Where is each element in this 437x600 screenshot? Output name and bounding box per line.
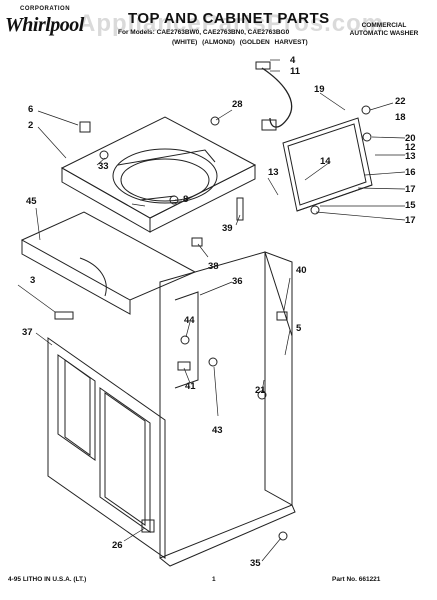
callout-14: 14 [320,156,331,167]
callout-26: 26 [112,540,123,551]
callout-19: 19 [314,84,325,95]
rear-panel [20,211,197,315]
cabinet-front [159,251,296,567]
callout-5: 5 [296,323,302,334]
diagram-title: TOP AND CABINET PARTS [128,10,330,27]
callout-41: 41 [185,381,196,392]
callout-21: 21 [255,385,266,396]
leader-lines [17,59,406,562]
brand-subtitle: CORPORATION [20,6,71,12]
washer-top-panel [60,116,257,233]
callout-45: 45 [26,196,37,207]
callout-35: 35 [250,558,261,569]
control-panel [282,117,373,212]
color-list: (WHITE) (ALMOND) (GOLDEN HARVEST) [172,39,308,46]
callout-6: 6 [28,104,34,115]
callout-28: 28 [232,99,243,110]
callout-17b: 17 [405,215,416,226]
callout-4: 4 [290,55,296,66]
callout-38: 38 [208,261,219,272]
callout-44: 44 [184,315,195,326]
callout-13b: 13 [268,167,279,178]
model-list: For Models: CAE2763BW0, CAE2763BN0, CAE2… [118,29,290,36]
callout-8: 8 [183,194,189,205]
wire-harness [255,61,293,131]
callout-22: 22 [395,96,406,107]
callout-2: 2 [28,120,34,131]
litho-note: 4-95 LITHO IN U.S.A. (LT.) [8,576,87,583]
callout-17a: 17 [405,184,416,195]
callout-12: 12 [405,142,416,153]
color-almond: (ALMOND) [202,39,235,46]
watermark: AppliancePartsPros.com [78,10,385,37]
page-number: 1 [212,576,216,583]
callout-36: 36 [232,276,243,287]
callout-40: 40 [296,265,307,276]
cabinet-side-left [47,337,166,559]
callout-33: 33 [98,161,109,172]
color-golden-harvest: (GOLDEN HARVEST) [239,39,308,46]
small-parts [54,105,372,541]
callout-13a: 13 [405,151,416,162]
callout-18: 18 [395,112,406,123]
product-line-1: COMMERCIAL [361,22,407,29]
callout-11: 11 [290,66,301,77]
part-number: Part No. 661221 [332,576,381,583]
callout-43: 43 [212,425,223,436]
callout-20: 20 [405,133,416,144]
callout-37: 37 [22,327,33,338]
callout-39: 39 [222,223,233,234]
whirlpool-logo: Whirlpool [5,14,84,36]
callout-3: 3 [30,275,36,286]
product-type: COMMERCIAL AUTOMATIC WASHER [336,22,432,38]
product-line-2: AUTOMATIC WASHER [349,30,419,37]
callout-15: 15 [405,200,416,211]
callout-16: 16 [405,167,416,178]
color-white: (WHITE) [172,39,198,46]
